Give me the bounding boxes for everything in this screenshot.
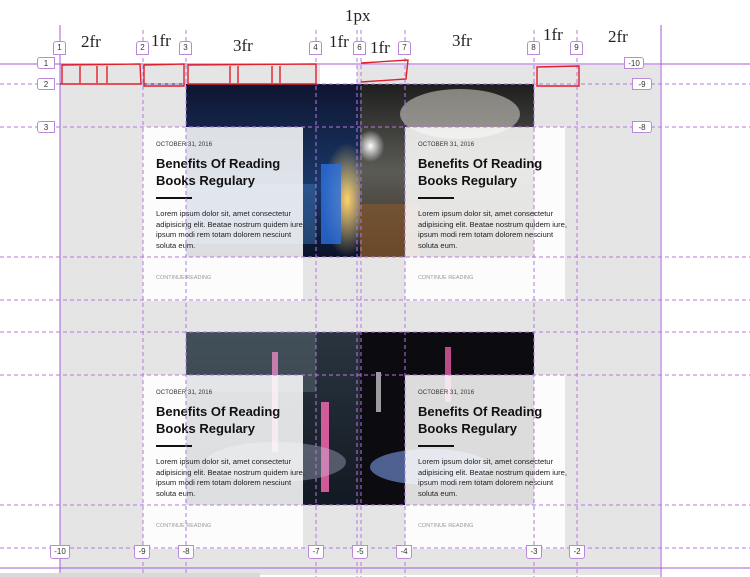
- row-line-number: 2: [37, 78, 55, 90]
- grid-line-number: 2: [136, 41, 149, 55]
- post-title[interactable]: Benefits Of Reading Books Regulary: [418, 156, 543, 188]
- row-line-number: -9: [632, 78, 652, 90]
- row-line-number: 3: [37, 121, 55, 133]
- horizontal-scrollbar[interactable]: [0, 573, 260, 577]
- continue-reading-link[interactable]: CONTINUE READING: [418, 275, 474, 281]
- column-track-label: 1fr: [329, 32, 349, 51]
- continue-reading-link[interactable]: CONTINUE READING: [156, 275, 212, 281]
- post-date: OCTOBER 31, 2016: [418, 142, 475, 148]
- grid-line-number: 6: [353, 41, 366, 55]
- post-date: OCTOBER 31, 2016: [418, 390, 475, 396]
- continue-reading-link[interactable]: CONTINUE READING: [418, 523, 474, 529]
- post-excerpt: Lorem ipsum dolor sit, amet consectetur …: [156, 457, 306, 498]
- title-divider: [418, 197, 454, 199]
- grid-line-number: 3: [179, 41, 192, 55]
- empty-grid-cell: [320, 64, 357, 84]
- row-line-number: 1: [37, 57, 55, 69]
- grid-line-number: 8: [527, 41, 540, 55]
- post-excerpt: Lorem ipsum dolor sit, amet consectetur …: [418, 209, 568, 250]
- grid-line-number: 4: [309, 41, 322, 55]
- post-excerpt: Lorem ipsum dolor sit, amet consectetur …: [156, 209, 306, 250]
- post-title[interactable]: Benefits Of Reading Books Regulary: [156, 404, 281, 436]
- blog-post-card[interactable]: OCTOBER 31, 2016 Benefits Of Reading Boo…: [405, 375, 568, 549]
- grid-gap-heading: 1px: [345, 6, 371, 25]
- grid-line-number: -8: [178, 545, 194, 559]
- grid-line-number: 9: [570, 41, 583, 55]
- blog-post-card[interactable]: OCTOBER 31, 2016 Benefits Of Reading Boo…: [143, 375, 306, 549]
- column-track-label: 2fr: [81, 32, 101, 51]
- column-track-label: 3fr: [233, 36, 253, 55]
- column-track-label: 1fr: [370, 38, 390, 57]
- grid-line-number: -5: [352, 545, 368, 559]
- blog-post-card[interactable]: OCTOBER 31, 2016 Benefits Of Reading Boo…: [405, 127, 568, 301]
- column-track-label: 2fr: [608, 27, 628, 46]
- title-divider: [418, 445, 454, 447]
- column-track-label: 3fr: [452, 31, 472, 50]
- grid-line-number: -9: [134, 545, 150, 559]
- column-track-label: 1fr: [543, 25, 563, 44]
- post-title[interactable]: Benefits Of Reading Books Regulary: [156, 156, 281, 188]
- post-date: OCTOBER 31, 2016: [156, 142, 213, 148]
- grid-line-number: 7: [398, 41, 411, 55]
- grid-line-number: -10: [50, 545, 70, 559]
- blog-post-card[interactable]: OCTOBER 31, 2016 Benefits Of Reading Boo…: [143, 127, 306, 301]
- row-line-number: -10: [624, 57, 644, 69]
- grid-line-number: 1: [53, 41, 66, 55]
- title-divider: [156, 197, 192, 199]
- column-track-label: 1fr: [151, 31, 171, 50]
- grid-line-number: -2: [569, 545, 585, 559]
- post-excerpt: Lorem ipsum dolor sit, amet consectetur …: [418, 457, 568, 498]
- row-line-number: -8: [632, 121, 652, 133]
- continue-reading-link[interactable]: CONTINUE READING: [156, 523, 212, 529]
- post-title[interactable]: Benefits Of Reading Books Regulary: [418, 404, 543, 436]
- title-divider: [156, 445, 192, 447]
- grid-line-number: -3: [526, 545, 542, 559]
- post-date: OCTOBER 31, 2016: [156, 390, 213, 396]
- grid-line-number: -7: [308, 545, 324, 559]
- grid-line-number: -4: [396, 545, 412, 559]
